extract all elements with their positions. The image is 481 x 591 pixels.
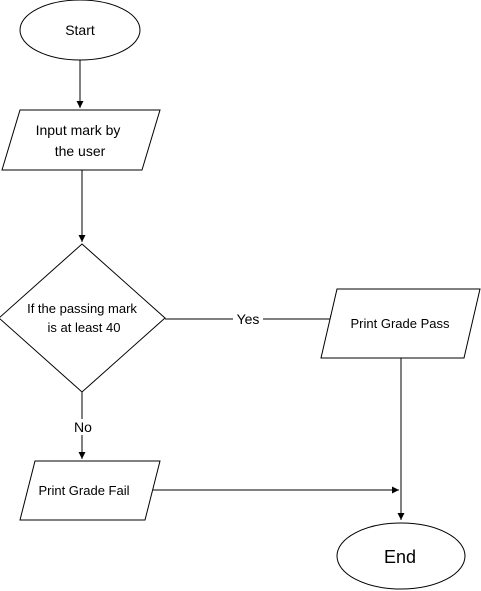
no-label-background [70, 419, 96, 435]
decision-node[interactable]: If the passing mark is at least 40 [0, 243, 166, 393]
yes-label-background [233, 311, 263, 327]
decision-label-line1: If the passing mark [27, 301, 137, 316]
input-mark-label-line1: Input mark by [36, 122, 121, 138]
print-fail-node[interactable]: Print Grade Fail [19, 460, 161, 521]
start-node[interactable]: Start [19, 0, 141, 61]
decision-label-line2: is at least 40 [48, 320, 121, 335]
input-mark-node[interactable]: Input mark by the user [1, 109, 161, 171]
print-pass-label: Print Grade Pass [351, 316, 450, 331]
start-label: Start [65, 22, 95, 38]
yes-label: Yes [237, 311, 260, 327]
print-fail-label: Print Grade Fail [38, 483, 129, 498]
end-node[interactable]: End [336, 522, 466, 590]
input-mark-label-line2: the user [55, 143, 106, 159]
no-label: No [74, 419, 92, 435]
end-label: End [384, 547, 416, 567]
print-pass-node[interactable]: Print Grade Pass [320, 288, 481, 359]
